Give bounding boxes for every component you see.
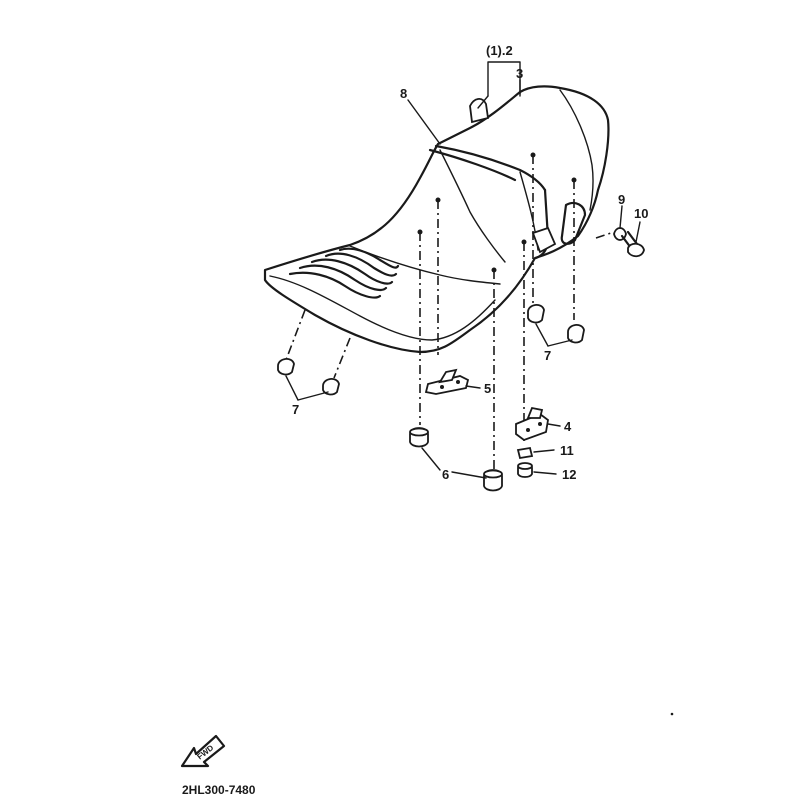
mounting-lines [285, 155, 615, 470]
damper-parts [277, 304, 585, 396]
callout-3: 3 [516, 66, 523, 81]
callout-12: 12 [562, 467, 576, 482]
seat-assembly [263, 85, 610, 354]
damper-6-parts [409, 427, 503, 492]
bracket-4 [515, 406, 549, 442]
collar-nut-parts [516, 446, 534, 478]
bracket-5 [424, 368, 470, 395]
callout-labels: (1).2 3 8 9 10 7 7 5 4 6 11 12 [292, 43, 648, 482]
forward-arrow-icon: FWD [180, 734, 226, 768]
seat-pins [417, 152, 577, 273]
leader-lines [285, 61, 641, 479]
callout-5: 5 [484, 381, 491, 396]
bolt-washer-parts [613, 227, 645, 258]
callout-6: 6 [442, 467, 449, 482]
callout-9: 9 [618, 192, 625, 207]
callout-4: 4 [564, 419, 572, 434]
callout-11: 11 [560, 443, 574, 458]
callout-8: 8 [400, 86, 407, 101]
callout-1-2: (1).2 [486, 43, 513, 58]
fwd-label: FWD [195, 743, 215, 761]
drawing-code: 2HL300-7480 [182, 783, 256, 797]
stray-mark [670, 712, 674, 716]
callout-7-right: 7 [544, 348, 551, 363]
callout-7-left: 7 [292, 402, 299, 417]
callout-10: 10 [634, 206, 648, 221]
